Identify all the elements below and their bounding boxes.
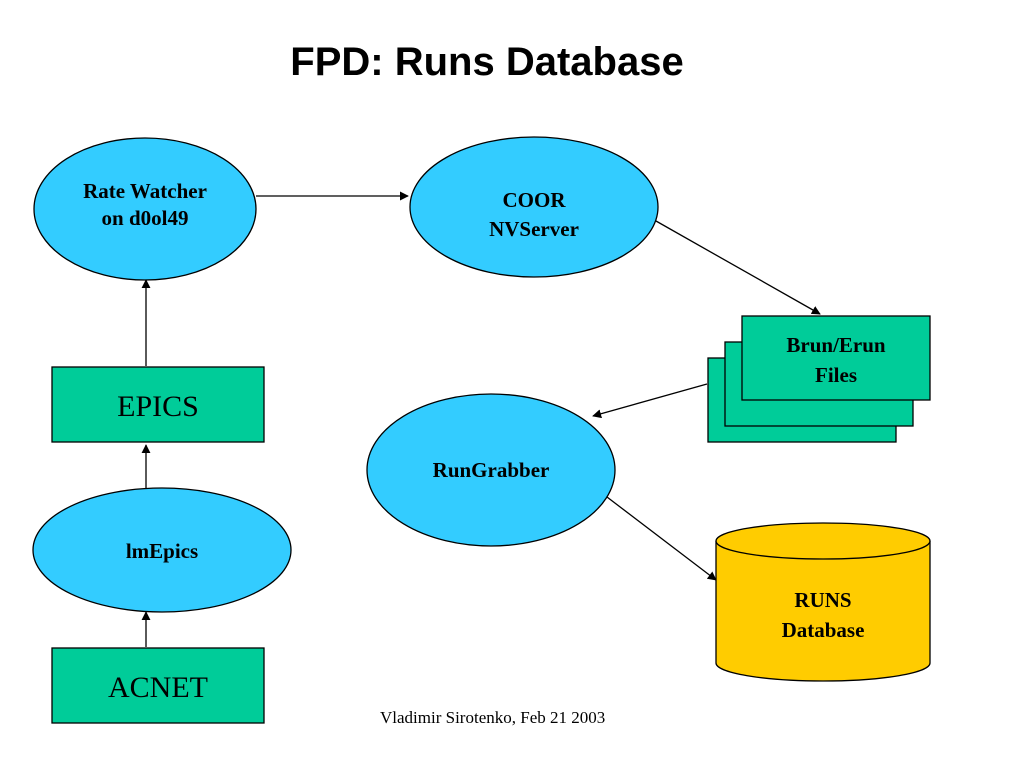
database-label-line1: RUNS [794,588,851,612]
runs-database-node: RUNS Database [715,522,931,682]
arrow-rungrabber-to-database [606,496,717,581]
footer-credit: Vladimir Sirotenko, Feb 21 2003 [380,708,606,727]
coor-nvserver-node: COOR NVServer [409,136,659,278]
epics-label: EPICS [117,390,199,423]
acnet-node: ACNET [51,647,265,724]
epics-node: EPICS [51,366,265,443]
acnet-label: ACNET [108,671,208,704]
rate-watcher-label-line1: Rate Watcher [83,179,207,203]
rate-watcher-node: Rate Watcher on d0ol49 [33,137,257,281]
files-label-line2: Files [815,363,857,387]
arrow-files-to-rungrabber [592,383,708,419]
lmepics-node: lmEpics [32,487,292,613]
arrow-coor-to-files [655,220,821,315]
slide-title: FPD: Runs Database [290,40,684,84]
database-label-line2: Database [782,618,865,642]
rungrabber-node: RunGrabber [366,393,616,547]
brun-erun-files-node: Brun/Erun Files [707,315,931,443]
coor-label-line1: COOR [503,188,567,212]
rate-watcher-label-line2: on d0ol49 [102,206,189,230]
rungrabber-label: RunGrabber [433,458,550,482]
files-label-line1: Brun/Erun [786,333,886,357]
coor-label-line2: NVServer [489,217,579,241]
lmepics-label: lmEpics [126,539,198,563]
